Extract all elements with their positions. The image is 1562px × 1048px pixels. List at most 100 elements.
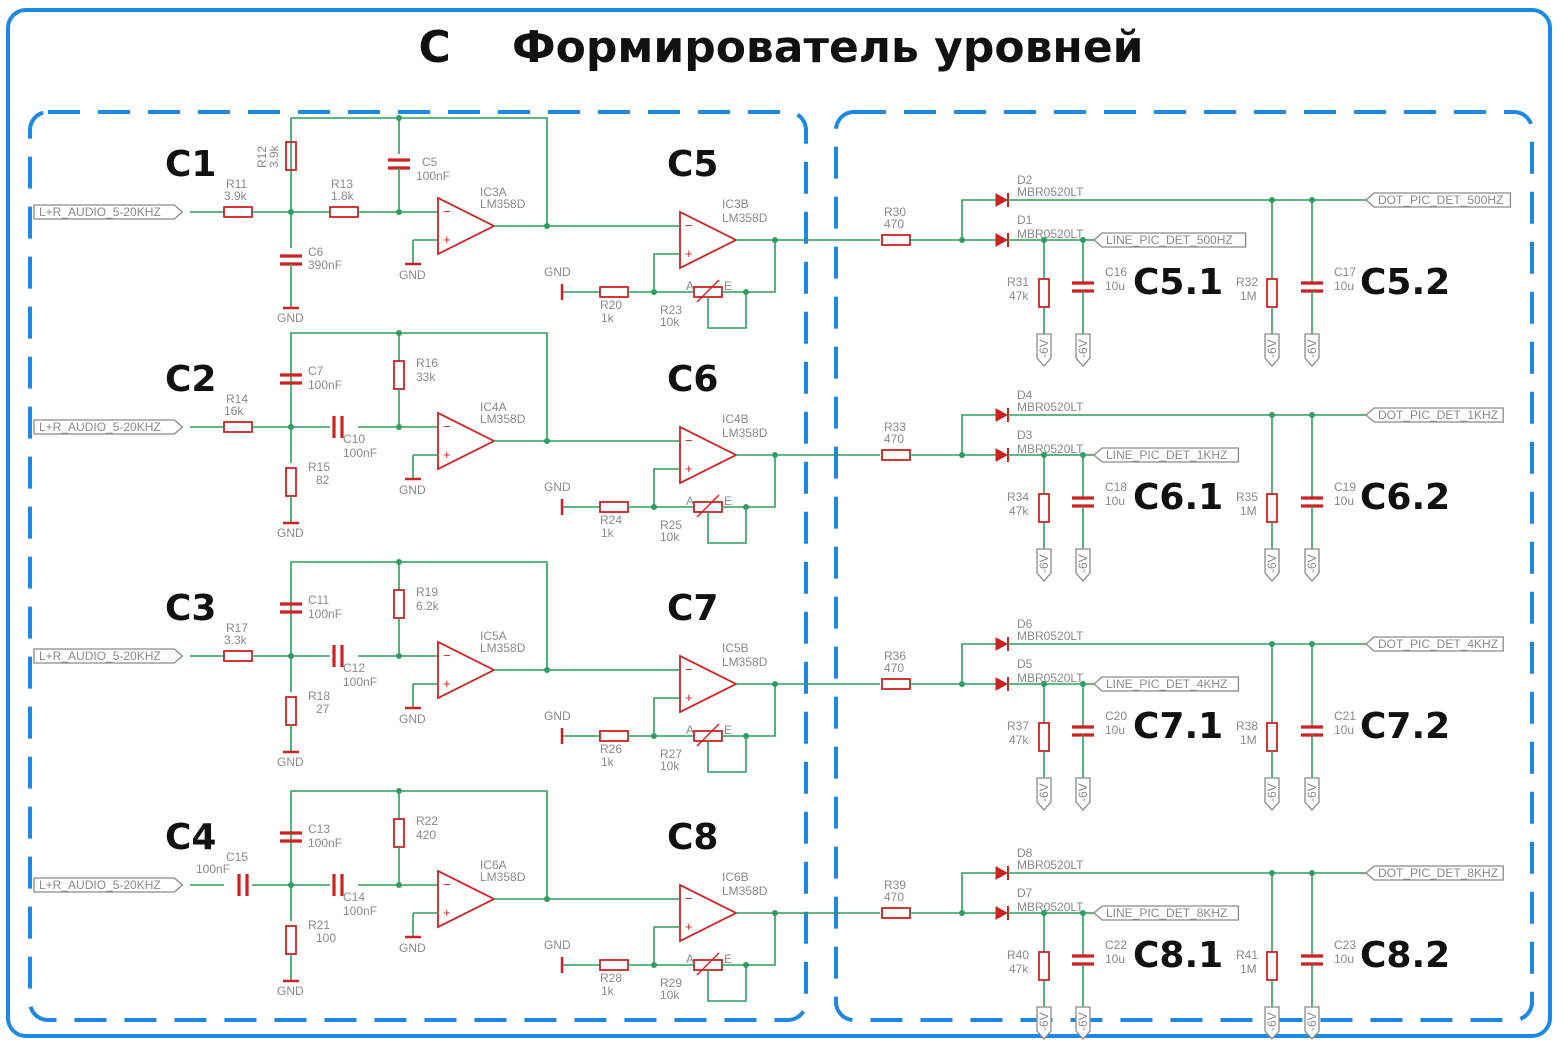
gain-resistor-value: 1k <box>601 984 615 998</box>
wire <box>653 253 680 292</box>
dot-capacitor-name: C21 <box>1334 709 1356 723</box>
diode-top-name: D2 <box>1017 173 1033 187</box>
opamp-a-name: IC6A <box>480 858 507 872</box>
series-name: R11 <box>226 177 247 191</box>
dot-output-port: DOT_PIC_DET_4KHZ <box>1378 637 1498 651</box>
block-label-c1: C1 <box>165 144 216 185</box>
line-capacitor <box>1072 281 1094 293</box>
gnd-label: GND <box>277 984 304 998</box>
opamp-b-part: LM358D <box>722 655 768 669</box>
pot-pin-e: E <box>724 494 732 508</box>
feedback-right-name: R16 <box>416 356 438 370</box>
diode-top-name: D6 <box>1017 617 1033 631</box>
shunt-value: 27 <box>316 702 330 716</box>
wire <box>961 643 996 684</box>
shunt-value: 390nF <box>308 258 342 272</box>
right-section-box <box>834 110 1534 1022</box>
neg-rail-port-shape <box>1075 333 1091 367</box>
diode-top <box>995 408 1009 422</box>
series-value: 3.9k <box>224 189 248 203</box>
dot-output-port: DOT_PIC_DET_8KHZ <box>1378 866 1498 880</box>
opamp-triangle <box>437 869 497 929</box>
opamp-a: −+ <box>437 196 497 256</box>
opamp-triangle <box>679 425 739 485</box>
dot-resistor-name: R38 <box>1236 719 1258 733</box>
gnd-label: GND <box>399 483 426 497</box>
opamp-b-name: IC5B <box>722 641 749 655</box>
gnd-label: GND <box>399 712 426 726</box>
gnd-label: GND <box>544 938 571 952</box>
line-output-port: LINE_PIC_DET_1KHZ <box>1106 448 1227 462</box>
potentiometer <box>693 286 723 298</box>
neg-rail-label: -6V <box>1076 1012 1090 1031</box>
feedback-right-resistor <box>393 360 405 390</box>
wire <box>290 332 548 441</box>
dot-capacitor-value: 10u <box>1334 952 1354 966</box>
pot-value: 10k <box>660 988 680 1002</box>
diode-body <box>995 637 1009 651</box>
opamp-b-part: LM358D <box>722 426 768 440</box>
plus-sign: + <box>685 690 693 705</box>
input-port-label-shape <box>33 877 184 893</box>
neg-rail-label: -6V <box>1265 339 1279 358</box>
gnd-label: GND <box>544 265 571 279</box>
shunt-name: R15 <box>308 460 330 474</box>
feedback-top-name: C11 <box>308 593 329 607</box>
line-capacitor-value: 10u <box>1105 494 1125 508</box>
potentiometer-arrow <box>696 952 720 976</box>
wire <box>290 117 548 226</box>
input-port-label: L+R_AUDIO_5-20KHZ <box>39 420 161 434</box>
plus-sign: + <box>443 905 451 920</box>
pot-pin-a: A <box>686 279 694 293</box>
feedback-right-name: R22 <box>416 814 438 828</box>
neg-rail-port-shape <box>1304 333 1320 367</box>
pot-name: R25 <box>660 518 682 532</box>
junction-dot <box>544 223 550 229</box>
input-port-label-shape <box>33 648 184 664</box>
middle-name: C14 <box>343 890 365 904</box>
block-label-c6: C6 <box>667 359 718 400</box>
line-capacitor <box>1072 725 1094 737</box>
wire <box>707 736 747 773</box>
wire <box>290 790 548 899</box>
diode-bottom-part: MBR0520LT <box>1017 671 1084 685</box>
series-output-resistor <box>881 678 911 690</box>
feedback-right-name: C5 <box>422 155 438 169</box>
dot-output-port-shape <box>1365 636 1504 652</box>
minus-sign: − <box>685 891 693 906</box>
plus-sign: + <box>443 232 451 247</box>
series-output-value: 470 <box>884 432 904 446</box>
gain-resistor <box>599 959 629 971</box>
diode-top-part: MBR0520LT <box>1017 858 1084 872</box>
neg-rail-port-shape <box>1264 777 1280 811</box>
potentiometer <box>693 959 723 971</box>
series-output-value: 470 <box>884 890 904 904</box>
pot-pin-a: A <box>686 494 694 508</box>
neg-rail-label: -6V <box>1076 554 1090 573</box>
feedback-right-resistor <box>393 589 405 619</box>
gnd-label: GND <box>277 311 304 325</box>
series-output-name: R30 <box>884 205 906 219</box>
line-output-port: LINE_PIC_DET_4KHZ <box>1106 677 1227 691</box>
dot-capacitor <box>1301 954 1323 966</box>
middle-name: C10 <box>343 432 365 446</box>
diode-bottom <box>995 906 1009 920</box>
diode-bottom-part: MBR0520LT <box>1017 227 1084 241</box>
opamp-a: −+ <box>437 411 497 471</box>
junction-dot <box>743 962 749 968</box>
plus-sign: + <box>685 919 693 934</box>
minus-sign: − <box>685 662 693 677</box>
neg-rail-label: -6V <box>1305 783 1319 802</box>
series-value: 3.3k <box>224 633 248 647</box>
wire <box>961 872 996 913</box>
neg-rail-port-shape <box>1075 1006 1091 1040</box>
line-capacitor-name: C16 <box>1105 265 1127 279</box>
series-output-resistor <box>881 449 911 461</box>
diode-top-part: MBR0520LT <box>1017 400 1084 414</box>
gain-resistor <box>599 730 629 742</box>
opamp-b-part: LM358D <box>722 211 768 225</box>
feedback-top-value: 100nF <box>308 836 342 850</box>
dot-resistor-value: 1M <box>1240 289 1257 303</box>
middle-value: 100nF <box>343 675 377 689</box>
